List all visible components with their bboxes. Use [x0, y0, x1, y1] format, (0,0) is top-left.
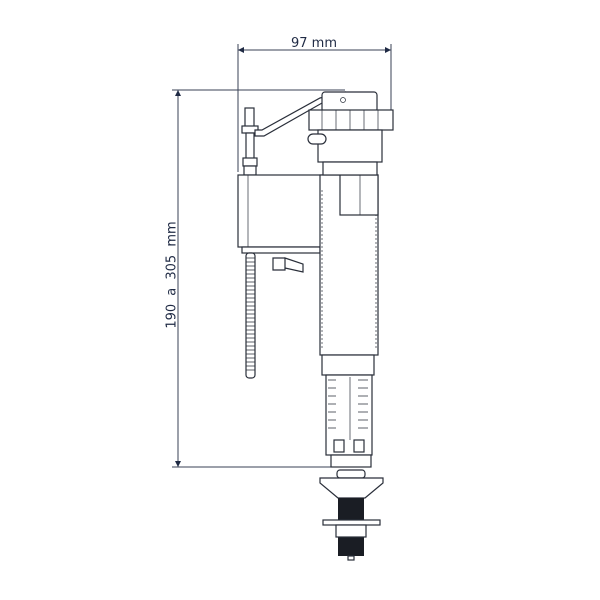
base-connector — [319, 469, 384, 561]
width-dimension-label: 97 mm — [291, 36, 338, 51]
valve-head — [307, 91, 394, 176]
valve-body-tube — [319, 174, 379, 376]
filter-section — [325, 374, 373, 468]
height-dimension-label: 190 a 305 mm — [164, 221, 180, 329]
adjustment-rod — [241, 107, 259, 176]
height-dimension — [172, 89, 345, 468]
threaded-rod — [245, 252, 256, 379]
float-clip — [272, 257, 304, 273]
width-dimension — [237, 44, 392, 172]
